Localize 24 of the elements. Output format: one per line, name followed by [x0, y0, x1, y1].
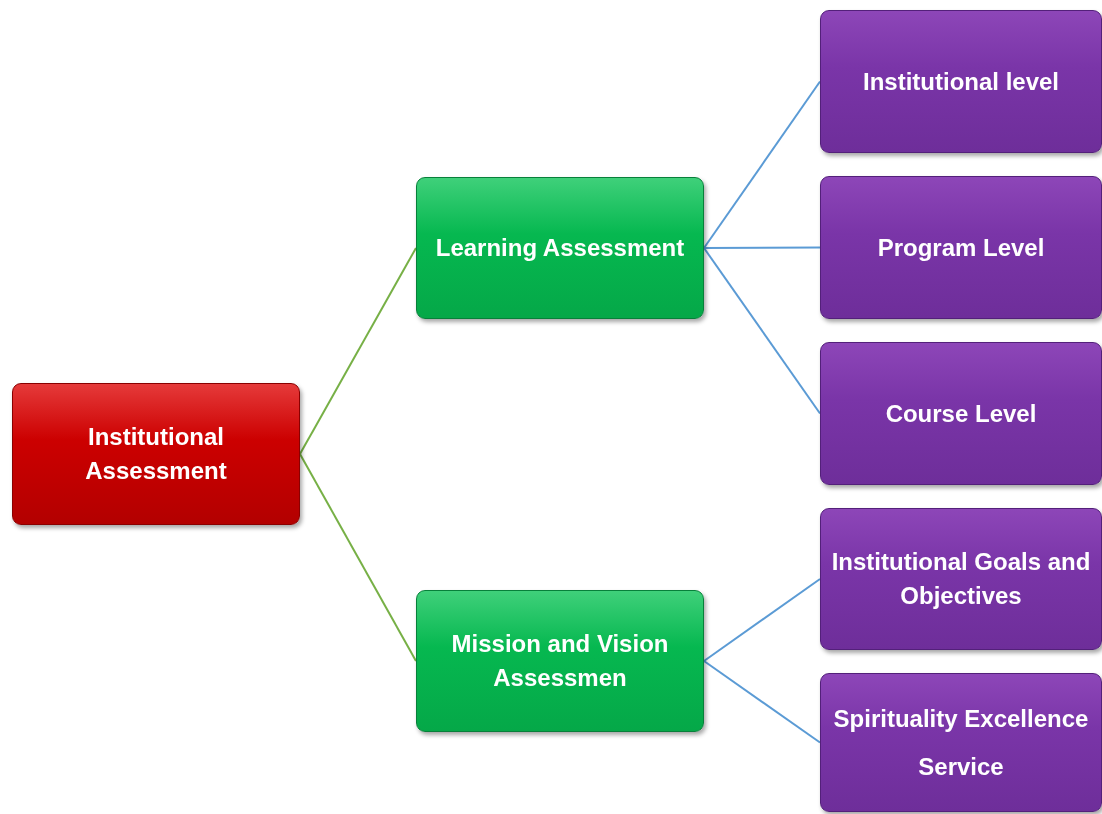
rounded-box [820, 342, 1102, 485]
box-label: Institutional Assessment [84, 422, 228, 486]
box-label: Course Level [885, 398, 1037, 429]
connector-line [703, 660, 821, 744]
rounded-box [820, 508, 1102, 650]
box-label: Program Level [877, 232, 1045, 263]
rounded-box [820, 10, 1102, 153]
box-label: Institutional Goals and Objectives [830, 547, 1092, 611]
box-label: Service [918, 751, 1004, 782]
connector-line [703, 246, 821, 249]
connector-line [703, 578, 821, 662]
connector-line [299, 453, 417, 662]
connector-line [299, 247, 417, 455]
rounded-box [416, 590, 704, 732]
box-label: Spirituality Excellence [833, 703, 1089, 734]
rounded-box [820, 176, 1102, 319]
connector-line [703, 80, 821, 249]
rounded-box [820, 673, 1102, 812]
rounded-box [416, 177, 704, 319]
rounded-box [12, 383, 300, 525]
box-label: Mission and Vision Assessmen [450, 629, 670, 693]
connector-line [703, 247, 821, 415]
box-label: Institutional level [863, 66, 1059, 97]
box-label: Learning Assessment [435, 233, 685, 264]
